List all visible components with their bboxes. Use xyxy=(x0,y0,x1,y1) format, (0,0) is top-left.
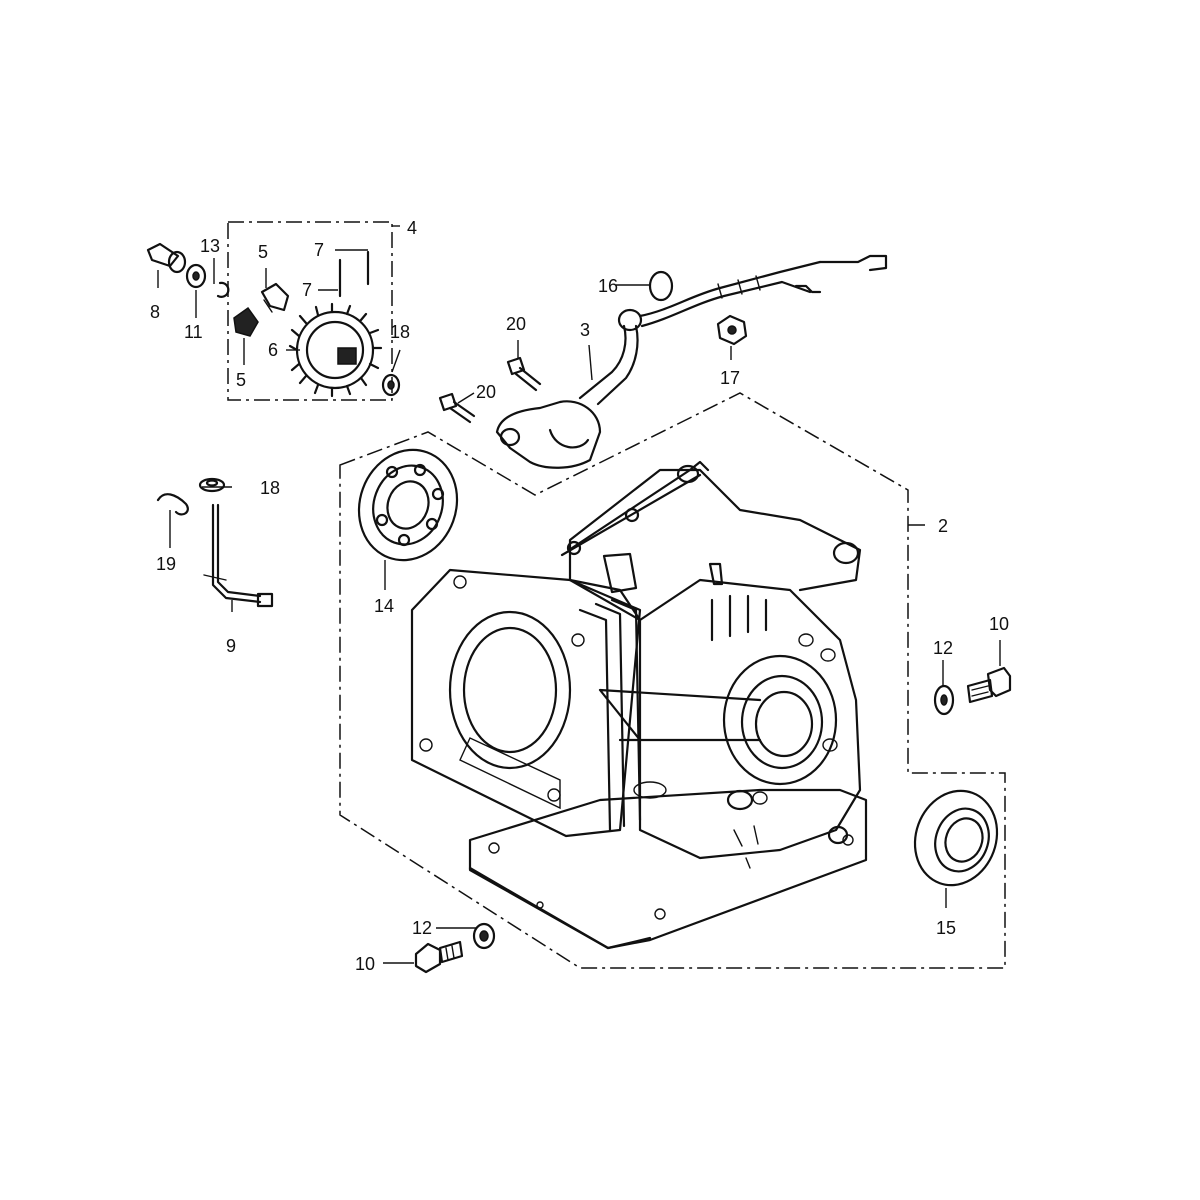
part-5-upper-weight xyxy=(260,282,290,313)
callout-6: 6 xyxy=(268,340,278,360)
part-13-clip xyxy=(216,281,230,298)
callout-2: 2 xyxy=(938,516,948,536)
part-6-governor-gear xyxy=(288,302,383,398)
part-20-bolt-upper xyxy=(506,356,542,392)
part-10-bolt-right xyxy=(966,666,1012,704)
callout-19: 19 xyxy=(156,554,176,574)
callout-15: 15 xyxy=(936,918,956,938)
callout-11: 11 xyxy=(184,322,203,342)
callout-8: 8 xyxy=(150,302,160,322)
crankcase-assembly-boundary xyxy=(339,392,1006,969)
callout-16: 16 xyxy=(598,276,618,296)
part-20-bolt-lower xyxy=(438,392,476,424)
callout-10-right: 10 xyxy=(989,614,1009,634)
callout-17: 17 xyxy=(720,368,740,388)
part-19-clip xyxy=(156,493,189,516)
callout-9: 9 xyxy=(226,636,236,656)
part-18-washer-left xyxy=(198,477,226,493)
callout-5-upper: 5 xyxy=(258,242,268,262)
callout-14: 14 xyxy=(374,596,394,616)
part-9-governor-shaft xyxy=(203,503,274,608)
part-18-washer-upper xyxy=(381,373,401,397)
part-12-washer-right xyxy=(933,684,955,716)
callout-12-bottom: 12 xyxy=(412,918,432,938)
leader-lines xyxy=(157,225,1001,964)
callout-4: 4 xyxy=(407,218,417,238)
callout-12-right: 12 xyxy=(933,638,953,658)
callout-7-upper: 7 xyxy=(314,240,324,260)
callout-3: 3 xyxy=(580,320,590,340)
part-12-washer-bottom xyxy=(472,922,496,950)
part-16-o-ring xyxy=(648,270,674,302)
callout-10-bottom: 10 xyxy=(355,954,375,974)
part-17-nut xyxy=(716,314,748,346)
part-3-breather-harness xyxy=(495,254,888,469)
part-15-oil-seal xyxy=(913,789,999,887)
callout-18-upper: 18 xyxy=(390,322,410,342)
callout-5-lower: 5 xyxy=(236,370,246,390)
part-14-ball-bearing xyxy=(357,448,459,562)
part-11-washer xyxy=(185,263,207,289)
part-10-bolt-bottom xyxy=(414,940,464,974)
callout-20-upper: 20 xyxy=(506,314,526,334)
part-2-cylinder-block xyxy=(410,460,868,950)
part-8-plug xyxy=(146,242,187,274)
callout-20-lower: 20 xyxy=(476,382,496,402)
callout-7-lower: 7 xyxy=(302,280,312,300)
governor-assembly-boundary xyxy=(227,221,393,401)
callout-labels: 13 8 11 5 5 6 7 7 4 18 18 19 9 16 3 17 2… xyxy=(150,218,1009,974)
callout-18-left: 18 xyxy=(260,478,280,498)
part-5-lower-weight xyxy=(233,306,259,337)
callout-13: 13 xyxy=(200,236,220,256)
